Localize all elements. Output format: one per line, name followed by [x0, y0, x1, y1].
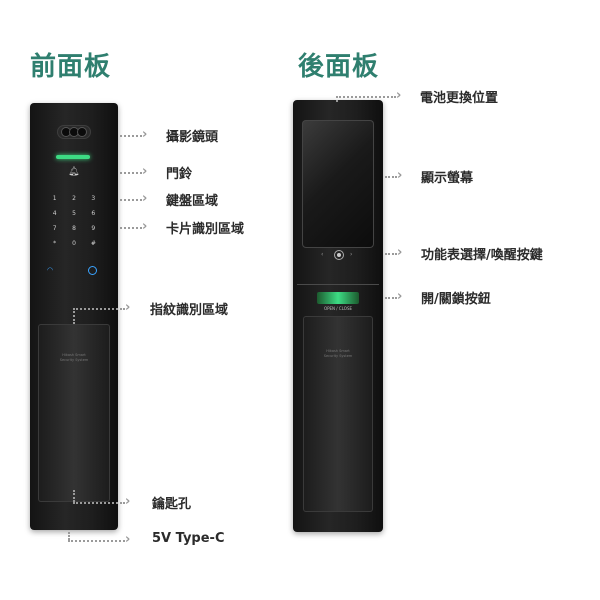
camera-label: 攝影鏡頭 — [166, 130, 219, 145]
keypad-label: 鍵盤區域 — [166, 194, 219, 209]
key[interactable]: 5 — [72, 210, 76, 217]
card-connector — [120, 227, 142, 229]
keypad: 1 2 3 4 5 6 7 8 9 * 0 # — [45, 195, 103, 247]
chevron-right-icon: › — [142, 191, 148, 206]
camera-connector — [120, 135, 142, 137]
back-handle[interactable]: Hikash Smart Security System — [303, 316, 373, 512]
doorbell-connector — [120, 172, 142, 174]
usb-label: 5V Type-C — [152, 531, 225, 546]
usb-connector — [68, 532, 70, 540]
front-panel-title: 前面板 — [30, 52, 112, 82]
status-led — [56, 155, 90, 159]
doorbell-label: 門鈴 — [166, 167, 193, 182]
divider — [297, 284, 379, 285]
fingerprint-connector — [73, 308, 125, 310]
card-label: 卡片識別區域 — [166, 222, 245, 237]
key[interactable]: * — [53, 240, 57, 247]
screen-connector — [385, 176, 397, 178]
front-handle[interactable]: Hikash Smart Security System — [38, 324, 110, 502]
battery-connector — [336, 96, 396, 98]
keyhole-connector — [73, 490, 75, 502]
chevron-right-icon: › — [125, 494, 131, 509]
openclose-label: 開/關鎖按鈕 — [421, 292, 491, 307]
battery-label: 電池更換位置 — [420, 91, 499, 106]
key[interactable]: 6 — [91, 210, 96, 217]
handle-brand-line: Security System — [323, 354, 353, 358]
key[interactable]: 1 — [52, 195, 57, 202]
back-panel-title: 後面板 — [298, 52, 380, 82]
keypad-connector — [120, 199, 142, 201]
keyhole-connector — [73, 502, 125, 504]
chevron-right-icon: › — [397, 245, 403, 260]
handle-brand-line: Security System — [59, 358, 89, 362]
chevron-right-icon: › — [125, 532, 131, 547]
chevron-right-icon: › — [397, 289, 403, 304]
wifi-icon: ◠ — [47, 266, 54, 274]
chevron-right-icon: › — [396, 88, 402, 103]
key[interactable]: 2 — [72, 195, 76, 202]
function-label: 功能表選擇/喚醒按鍵 — [421, 248, 543, 263]
bell-icon[interactable]: 🔔︎ — [68, 167, 80, 177]
chevron-left-icon[interactable]: ‹ — [321, 251, 324, 258]
chevron-right-icon: › — [125, 300, 131, 315]
openclose-connector — [385, 297, 397, 299]
battery-connector — [336, 96, 338, 102]
function-connector — [385, 253, 397, 255]
display-screen — [302, 120, 374, 248]
key[interactable]: 4 — [52, 210, 57, 217]
chevron-right-icon: › — [142, 164, 148, 179]
front-lock: 🔔︎ 1 2 3 4 5 6 7 8 9 * 0 # ◠ Hikash Smar… — [30, 103, 118, 530]
usb-connector — [68, 540, 125, 542]
chevron-right-icon[interactable]: › — [350, 251, 353, 258]
back-lock: ‹ › OPEN / CLOSE Hikash Smart Security S… — [293, 100, 383, 532]
key[interactable]: 0 — [72, 240, 76, 247]
key[interactable]: 7 — [52, 225, 57, 232]
handle-brand-line: Hikash Smart — [62, 353, 86, 357]
key[interactable]: 9 — [91, 225, 96, 232]
card-reader-icon — [88, 266, 97, 275]
chevron-right-icon: › — [397, 168, 403, 183]
key[interactable]: 8 — [72, 225, 76, 232]
chevron-right-icon: › — [142, 127, 148, 142]
chevron-right-icon: › — [142, 219, 148, 234]
open-close-button[interactable] — [317, 292, 359, 304]
keyhole-label: 鑰匙孔 — [152, 497, 192, 512]
open-close-label: OPEN / CLOSE — [323, 306, 353, 311]
wake-button[interactable] — [334, 250, 344, 260]
camera-lens — [57, 125, 91, 139]
fingerprint-connector — [73, 308, 75, 324]
handle-brand-line: Hikash Smart — [326, 349, 350, 353]
key[interactable]: # — [90, 240, 96, 247]
fingerprint-label: 指紋識別區域 — [150, 303, 229, 318]
key[interactable]: 3 — [91, 195, 96, 202]
screen-label: 顯示螢幕 — [421, 171, 474, 186]
